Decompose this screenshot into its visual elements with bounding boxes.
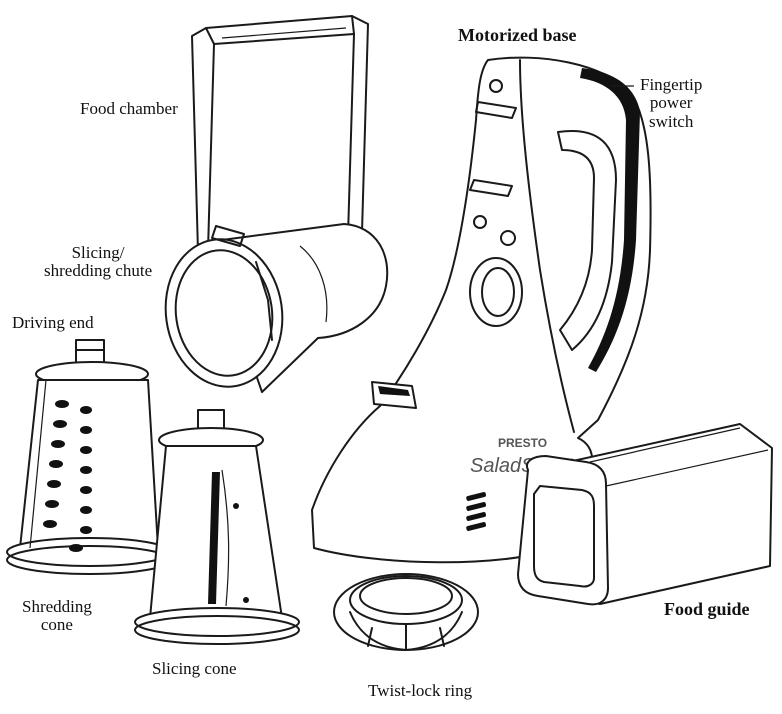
shredding-cone-illustration	[6, 339, 172, 575]
label-fingertip-line-1: Fingertip	[640, 75, 703, 94]
label-twist-lock-ring: Twist-lock ring	[368, 681, 473, 700]
food-guide-illustration	[517, 423, 773, 606]
label-chute: Slicing/ shredding chute	[44, 243, 153, 281]
label-shredding-cone: Shredding cone	[22, 597, 92, 635]
motorized-base-illustration: PRESTO SaladShooter	[311, 56, 652, 564]
twist-lock-ring-illustration	[333, 573, 479, 651]
label-slicing-cone: Slicing cone	[152, 659, 237, 678]
label-shredding-line-1: Shredding	[22, 597, 92, 616]
slicing-cone-illustration	[134, 409, 300, 645]
label-driving-end: Driving end	[12, 313, 94, 332]
food-chamber-illustration	[164, 15, 389, 393]
label-motorized-base: Motorized base	[458, 25, 577, 45]
label-fingertip-power-switch: Fingertip power switch	[640, 75, 703, 131]
brand-maker: PRESTO	[498, 436, 547, 450]
label-chute-line-2: shredding chute	[44, 261, 153, 281]
label-fingertip-line-3: switch	[648, 111, 694, 131]
label-fingertip-line-2: power	[649, 93, 693, 113]
label-chute-line-1: Slicing/	[71, 243, 125, 262]
label-food-guide: Food guide	[664, 599, 750, 619]
shredding-holes	[43, 400, 92, 552]
label-shredding-line-2: cone	[40, 615, 73, 635]
label-food-chamber: Food chamber	[80, 99, 178, 118]
